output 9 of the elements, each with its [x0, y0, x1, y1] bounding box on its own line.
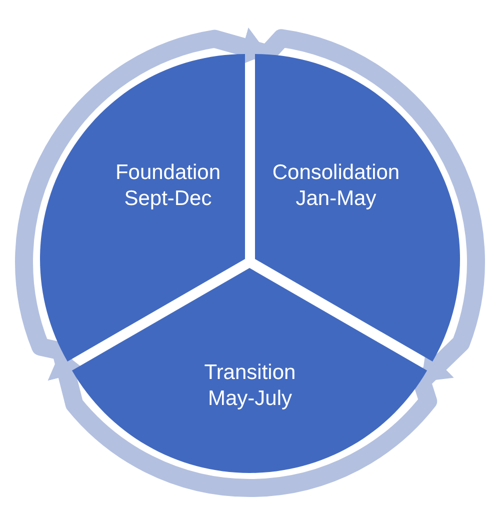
pie-segment	[72, 268, 428, 473]
date-range: Jan-May	[294, 186, 378, 212]
pie-segment	[40, 54, 245, 362]
segment-title: Foundation	[115, 160, 221, 186]
date-range: May-July	[206, 386, 293, 412]
date-range: Sept-Dec	[123, 186, 213, 212]
segment-title: Consolidation	[272, 160, 400, 186]
segment-title: Transition	[204, 360, 296, 386]
pie-segment	[255, 54, 460, 362]
